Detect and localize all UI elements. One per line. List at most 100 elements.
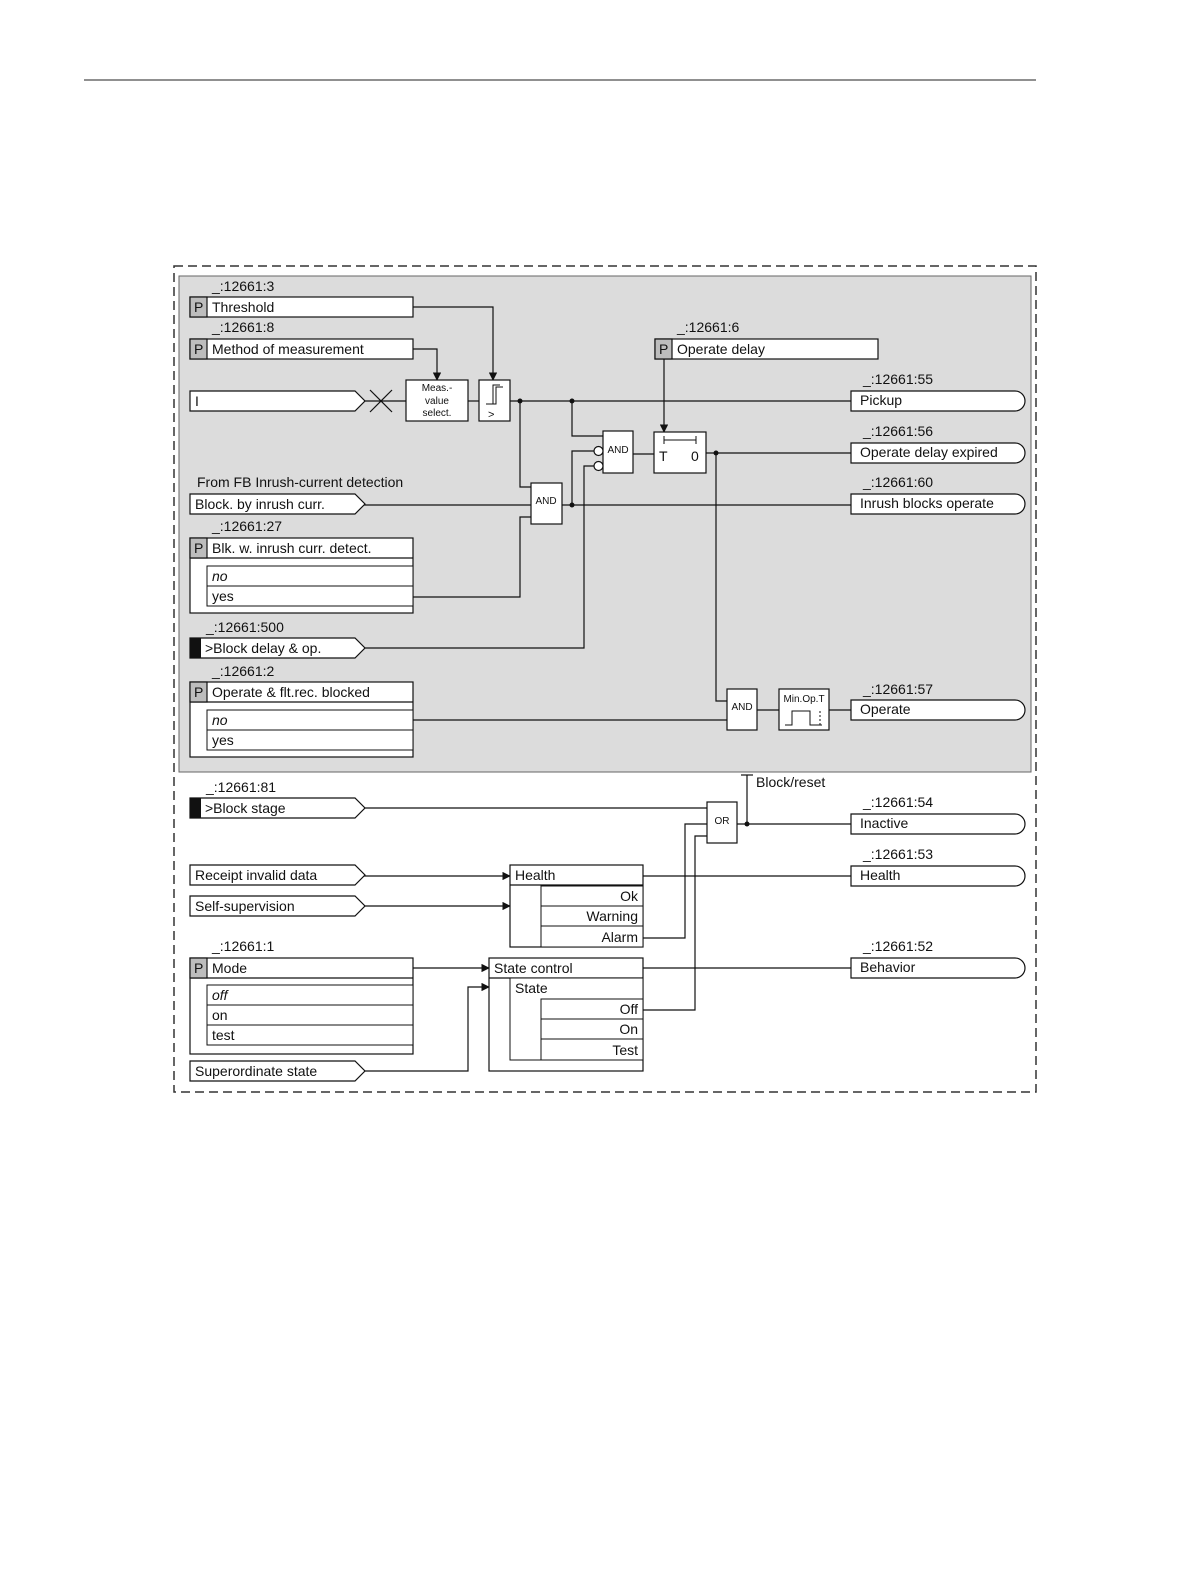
and-gate-inrush [530,482,563,525]
and-gate-label: AND [535,496,556,507]
cross-icon [369,389,393,413]
p-tag [189,537,208,559]
p-tag [189,296,208,318]
input-receipt-invalid[interactable] [189,864,366,886]
output-inrush-blocks[interactable] [850,493,1026,515]
output-pickup[interactable] [850,390,1026,412]
mode-label: Mode [212,960,247,976]
timer-zero: 0 [691,448,699,464]
output-op-delay-expired-label: Operate delay expired [860,444,998,460]
inrush-note: From FB Inrush-current detection [197,474,403,490]
compare-symbol: > [488,409,494,421]
state-on-label: On [619,1021,638,1037]
output-behavior-label: Behavior [860,959,916,975]
junction-dots [517,398,750,827]
option-on[interactable] [206,1004,414,1026]
output-inrush-blocks-label: Inrush blocks operate [860,495,994,511]
option-no[interactable] [206,709,414,731]
block-stage-id: _:12661:81 [205,779,276,795]
function-frame [173,265,1037,1093]
behavior-id: _:12661:52 [862,938,933,954]
p-tag [189,338,208,360]
input-superordinate-label: Superordinate state [195,1063,317,1079]
operate-id: _:12661:57 [862,681,933,697]
p-tag [189,957,208,979]
output-inactive[interactable] [850,813,1026,835]
and-gate-operate [726,688,758,731]
option-yes[interactable] [206,729,414,751]
input-block-stage-label: >Block stage [205,800,286,816]
p-tag-label: P [194,540,203,556]
health-alarm [540,925,644,948]
timer-icon [663,436,697,444]
option-off[interactable] [206,984,414,1006]
blk-inrush-id: _:12661:27 [211,518,282,534]
mode-id: _:12661:1 [211,938,274,954]
health-alarm-label: Alarm [601,929,638,945]
option-test[interactable] [206,1024,414,1046]
output-operate-label: Operate [860,701,911,717]
block-delay-id: _:12661:500 [205,619,284,635]
option-yes-label: yes [212,588,234,604]
option-yes[interactable] [206,585,414,607]
threshold-compare-block [478,379,511,422]
input-block-delay-label: >Block delay & op. [205,640,321,656]
output-operate[interactable] [850,699,1026,721]
timer-t: T [659,448,668,464]
p-tag-label: P [659,341,668,357]
negation-icon [593,445,604,457]
binary-input-marker [190,638,201,658]
threshold-label: Threshold [212,299,274,315]
pickup-id: _:12661:55 [862,371,933,387]
op-flt-blocked-id: _:12661:2 [211,663,274,679]
method-id: _:12661:8 [211,319,274,335]
meas-line-1: Meas.- [422,383,453,394]
min-op-label: Min.Op.T [783,694,824,705]
input-receipt-invalid-label: Receipt invalid data [195,867,317,883]
input-current[interactable] [189,390,366,412]
meas-line-3: select. [423,408,452,419]
negation-icon [593,460,604,472]
option-off-label: off [212,987,230,1003]
option-no[interactable] [206,565,414,587]
wires [363,306,851,1072]
option-no-label: no [212,712,228,728]
state-off-label: Off [620,1001,639,1017]
input-self-supervision[interactable] [189,895,366,917]
input-superordinate[interactable] [189,1060,366,1082]
and-gate-label: AND [731,702,752,713]
output-behavior[interactable] [850,957,1026,979]
option-on-label: on [212,1007,228,1023]
input-block-inrush[interactable] [189,493,366,515]
method-label: Method of measurement [212,341,364,357]
input-current-label: I [195,393,199,409]
threshold-id: _:12661:3 [211,278,274,294]
option-yes-label: yes [212,732,234,748]
meas-line-2: value [425,396,449,407]
output-pickup-label: Pickup [860,392,902,408]
p-tag-label: P [194,299,203,315]
health-title: Health [515,867,555,883]
or-gate [706,801,738,844]
and-gate-label: AND [607,445,628,456]
option-no-label: no [212,568,228,584]
output-op-delay-expired[interactable] [850,442,1026,464]
p-tag [189,681,208,703]
output-health[interactable] [850,865,1026,887]
pulse-icon [785,710,822,726]
option-test-label: test [212,1027,235,1043]
p-tag-label: P [194,341,203,357]
meas-value-select-block [405,379,469,422]
operate-delay-id: _:12661:6 [676,319,739,335]
outputs: _:12661:55 Pickup _:12661:56 Operate del… [850,371,1026,979]
health-ok-label: Ok [620,888,639,904]
output-inactive-label: Inactive [860,815,908,831]
state-control-title: State control [494,960,573,976]
state-test-label: Test [612,1042,638,1058]
p-tag [654,338,673,360]
health-warning-label: Warning [586,908,638,924]
timer-block [653,431,707,474]
inactive-id: _:12661:54 [862,794,933,810]
input-self-supervision-label: Self-supervision [195,898,295,914]
